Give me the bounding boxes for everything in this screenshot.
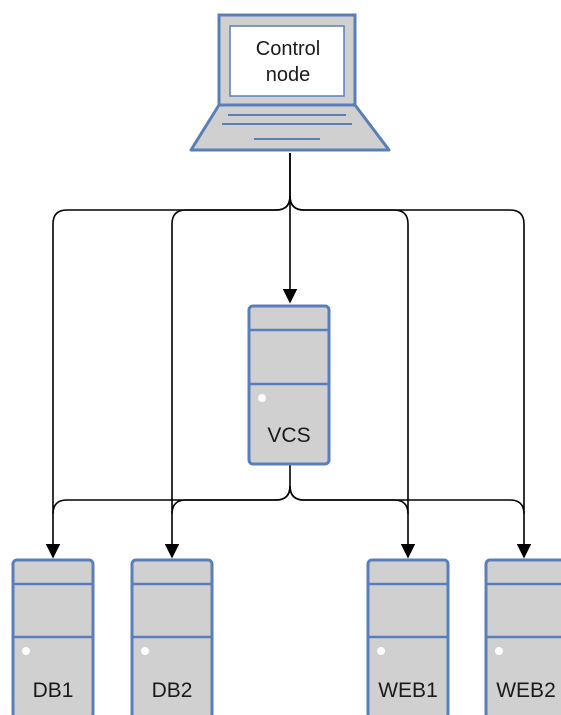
- power-led-icon: [377, 647, 385, 655]
- control-node-laptop-icon: Control node: [189, 13, 391, 152]
- db2-label: DB2: [152, 679, 193, 702]
- connectors-from-vcs: [52, 464, 525, 515]
- laptop-screen: [229, 25, 345, 97]
- laptop-base: [189, 103, 391, 152]
- power-led-icon: [22, 647, 30, 655]
- web1-server-icon: WEB1: [366, 558, 450, 715]
- web2-server-icon: WEB2: [484, 558, 561, 715]
- connector-vcs-to-web2: [289, 485, 525, 515]
- db2-server-icon: DB2: [130, 558, 214, 715]
- web2-label: WEB2: [496, 679, 556, 702]
- web1-label: WEB1: [378, 679, 438, 702]
- connector-control-to-db2: [164, 195, 291, 559]
- vcs-server-icon: VCS: [247, 304, 331, 466]
- db1-server-icon: DB1: [11, 558, 95, 715]
- power-led-icon: [258, 394, 266, 402]
- connector-control-to-web2: [289, 195, 532, 559]
- vcs-label: VCS: [267, 424, 310, 447]
- control-node-label-line1: Control: [256, 38, 320, 60]
- connectors-from-control-node: [45, 153, 532, 559]
- db1-label: DB1: [33, 679, 74, 702]
- power-led-icon: [495, 647, 503, 655]
- connector-vcs-to-db2: [171, 485, 291, 515]
- control-node-label-line2: node: [266, 64, 311, 86]
- power-led-icon: [141, 647, 149, 655]
